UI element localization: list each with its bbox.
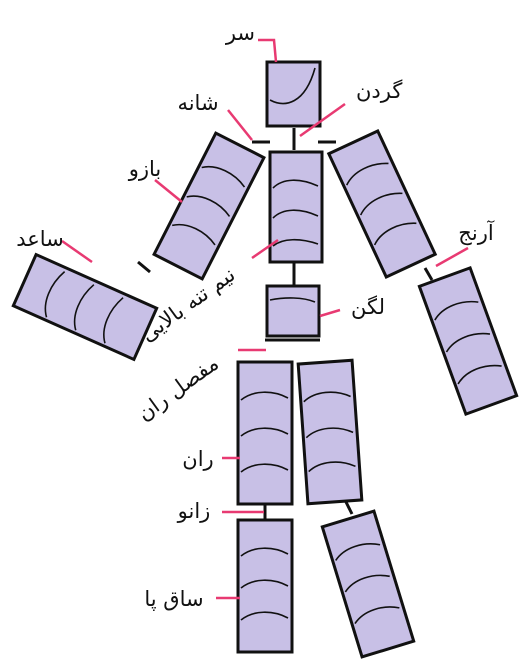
label-hip: مفصل ران [133,351,223,426]
leader-pelvis [320,310,340,316]
label-elbow: آرنج [458,220,495,245]
label-upper-arm: بازو [128,157,162,181]
label-head: سر [225,21,255,45]
left-shin-segment [238,520,292,652]
label-thigh: ران [182,447,213,471]
label-forearm: ساعد [16,227,64,251]
leader-head [258,40,276,62]
label-pelvis: لگن [351,295,385,319]
right-upper-arm-segment [329,131,435,277]
leader-shoulder [228,110,252,140]
right-forearm-segment [419,268,516,414]
pelvis-segment [267,286,319,336]
right-thigh-segment [298,360,362,503]
label-neck: گردن [356,79,402,103]
right-shin-segment [322,511,413,657]
label-knee: زانو [177,499,211,523]
label-shin: ساق پا [144,587,203,611]
leader-elbow [436,248,468,266]
left-upper-arm-segment [154,133,264,279]
left-forearm-segment [13,255,156,360]
head-segment [267,62,320,126]
leader-forearm [62,241,92,262]
leader-upper-arm [155,180,182,202]
torso-segment [270,152,322,262]
left-thigh-segment [238,362,292,504]
label-shoulder: شانه [177,91,218,115]
